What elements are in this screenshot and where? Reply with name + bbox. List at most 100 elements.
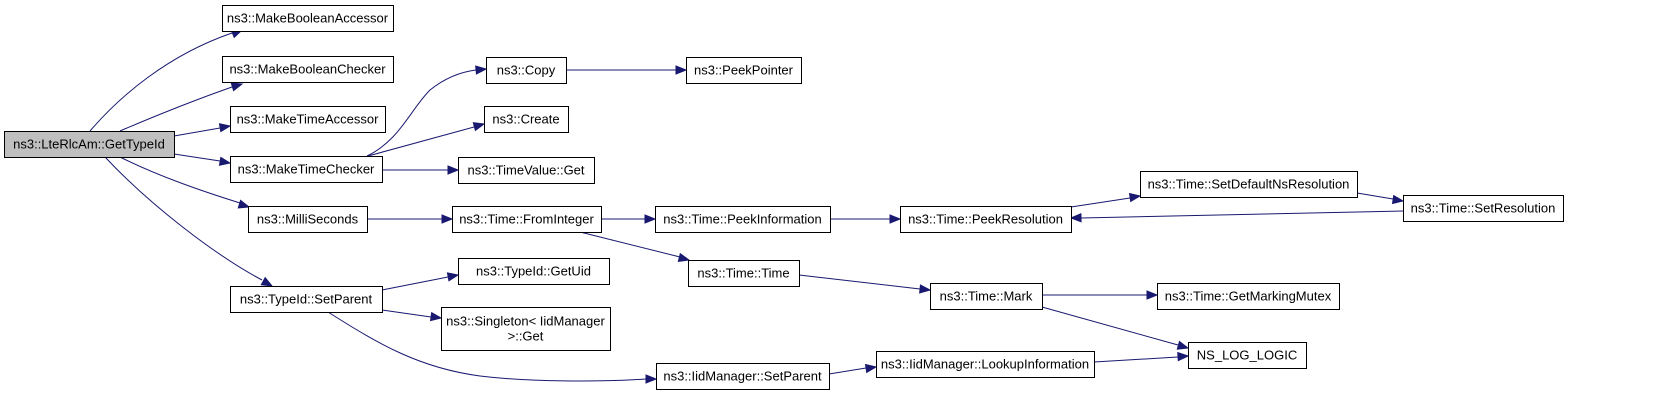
node-sget[interactable]: ns3::Singleton< IidManager>::Get bbox=[441, 307, 611, 351]
node-box[interactable] bbox=[222, 56, 394, 83]
edge-root-to-mtc bbox=[173, 153, 232, 166]
node-box[interactable] bbox=[4, 131, 175, 158]
node-label: ns3::MilliSeconds bbox=[257, 212, 359, 227]
node-box[interactable] bbox=[230, 286, 383, 313]
arrowhead-icon bbox=[645, 374, 658, 384]
node-box[interactable] bbox=[230, 106, 386, 133]
node-box[interactable] bbox=[1403, 195, 1564, 222]
node-box[interactable] bbox=[230, 156, 383, 183]
node-box[interactable] bbox=[458, 258, 610, 285]
node-mtc[interactable]: ns3::MakeTimeChecker bbox=[230, 156, 383, 183]
arrowhead-icon bbox=[237, 199, 251, 209]
edge-line bbox=[1041, 306, 1179, 346]
node-box[interactable] bbox=[452, 206, 602, 233]
node-label: ns3::PeekPointer bbox=[694, 63, 794, 78]
edge-root-to-ms bbox=[119, 156, 251, 209]
node-tmark[interactable]: ns3::Time::Mark bbox=[930, 283, 1043, 310]
edge-tmark-to-nslog bbox=[1041, 306, 1190, 350]
node-create[interactable]: ns3::Create bbox=[484, 106, 569, 133]
node-label: ns3::IidManager::LookupInformation bbox=[881, 357, 1089, 372]
node-box[interactable] bbox=[1140, 171, 1358, 198]
node-root[interactable]: ns3::LteRlcAm::GetTypeId bbox=[4, 131, 175, 158]
arrowhead-icon bbox=[919, 284, 932, 294]
edge-ms-to-tfi bbox=[367, 214, 454, 224]
node-label: ns3::MakeTimeAccessor bbox=[237, 112, 380, 127]
node-box[interactable] bbox=[222, 5, 394, 32]
node-box[interactable] bbox=[686, 57, 802, 84]
arrowhead-icon bbox=[864, 363, 878, 374]
edge-mtc-to-create bbox=[367, 122, 486, 157]
node-label: ns3::Time::Mark bbox=[940, 289, 1033, 304]
node-box[interactable] bbox=[655, 206, 831, 233]
node-label: ns3::Time::GetMarkingMutex bbox=[1165, 289, 1332, 304]
node-tfi[interactable]: ns3::Time::FromInteger bbox=[452, 206, 602, 233]
node-box[interactable] bbox=[441, 307, 611, 351]
node-box[interactable] bbox=[248, 206, 368, 233]
arrowhead-icon bbox=[472, 122, 486, 132]
edge-root-to-mba bbox=[89, 29, 244, 132]
node-ms[interactable]: ns3::MilliSeconds bbox=[248, 206, 368, 233]
edge-tsr-to-tpr bbox=[1069, 210, 1404, 223]
edge-line bbox=[1080, 210, 1404, 219]
edge-tfi-to-tpi bbox=[601, 214, 657, 224]
node-box[interactable] bbox=[930, 283, 1043, 310]
node-box[interactable] bbox=[900, 206, 1072, 233]
node-iili[interactable]: ns3::IidManager::LookupInformation bbox=[876, 351, 1095, 378]
arrowhead-icon bbox=[230, 82, 244, 92]
node-copy[interactable]: ns3::Copy bbox=[486, 57, 567, 84]
node-mba[interactable]: ns3::MakeBooleanAccessor bbox=[222, 5, 394, 32]
edge-line bbox=[798, 274, 921, 290]
arrowhead-icon bbox=[1177, 351, 1190, 362]
node-box[interactable] bbox=[486, 57, 567, 84]
node-label: ns3::MakeBooleanAccessor bbox=[227, 11, 389, 26]
node-box[interactable] bbox=[484, 106, 569, 133]
node-ttime[interactable]: ns3::Time::Time bbox=[688, 260, 800, 287]
node-mbc[interactable]: ns3::MakeBooleanChecker bbox=[222, 56, 394, 83]
arrowhead-icon bbox=[218, 123, 232, 133]
edge-line bbox=[173, 153, 221, 162]
node-label: ns3::TypeId::SetParent bbox=[240, 292, 373, 307]
node-tsr[interactable]: ns3::Time::SetResolution bbox=[1403, 195, 1564, 222]
node-tvget[interactable]: ns3::TimeValue::Get bbox=[458, 157, 595, 184]
edge-root-to-mta bbox=[173, 123, 232, 137]
edge-tpr-to-tsdr bbox=[1070, 192, 1142, 208]
node-box[interactable] bbox=[876, 351, 1095, 378]
edge-tpi-to-tpr bbox=[830, 214, 902, 224]
node-box[interactable] bbox=[458, 157, 595, 184]
edge-line bbox=[828, 367, 867, 375]
node-label: ns3::Time::SetResolution bbox=[1411, 201, 1556, 216]
edges-layer bbox=[89, 29, 1405, 384]
node-mta[interactable]: ns3::MakeTimeAccessor bbox=[230, 106, 386, 133]
node-nslog[interactable]: NS_LOG_LOGIC bbox=[1188, 342, 1307, 369]
node-tpi[interactable]: ns3::Time::PeekInformation bbox=[655, 206, 831, 233]
node-tsp[interactable]: ns3::TypeId::SetParent bbox=[230, 286, 383, 313]
node-box[interactable] bbox=[656, 363, 830, 390]
node-box[interactable] bbox=[1157, 283, 1340, 310]
edge-line bbox=[173, 127, 221, 137]
node-tpr[interactable]: ns3::Time::PeekResolution bbox=[900, 206, 1072, 233]
node-tgmm[interactable]: ns3::Time::GetMarkingMutex bbox=[1157, 283, 1340, 310]
node-label: >::Get bbox=[508, 329, 544, 344]
edge-copy-to-pp bbox=[566, 65, 688, 75]
edge-tsp-to-tgu bbox=[381, 272, 460, 291]
edge-line bbox=[381, 309, 432, 318]
arrowhead-icon bbox=[447, 165, 460, 175]
arrowhead-icon bbox=[475, 65, 488, 75]
node-tsdr[interactable]: ns3::Time::SetDefaultNsResolution bbox=[1140, 171, 1358, 198]
edge-iisp-to-iili bbox=[828, 363, 878, 375]
nodes-layer: ns3::LteRlcAm::GetTypeId ns3::MakeBoolean… bbox=[4, 5, 1564, 390]
node-box[interactable] bbox=[1188, 342, 1307, 369]
arrowhead-icon bbox=[429, 311, 443, 322]
node-label: ns3::Time::FromInteger bbox=[459, 212, 594, 227]
node-pp[interactable]: ns3::PeekPointer bbox=[686, 57, 802, 84]
edge-line bbox=[119, 156, 241, 204]
node-iisp[interactable]: ns3::IidManager::SetParent bbox=[656, 363, 830, 390]
node-box[interactable] bbox=[688, 260, 800, 287]
node-label: ns3::Singleton< IidManager bbox=[446, 314, 605, 329]
edge-tmark-to-tgmm bbox=[1042, 290, 1159, 300]
node-label: ns3::Time::PeekResolution bbox=[908, 212, 1063, 227]
node-tgu[interactable]: ns3::TypeId::GetUid bbox=[458, 258, 610, 285]
arrowhead-icon bbox=[1069, 213, 1082, 223]
edge-ttime-to-tmark bbox=[798, 274, 932, 294]
